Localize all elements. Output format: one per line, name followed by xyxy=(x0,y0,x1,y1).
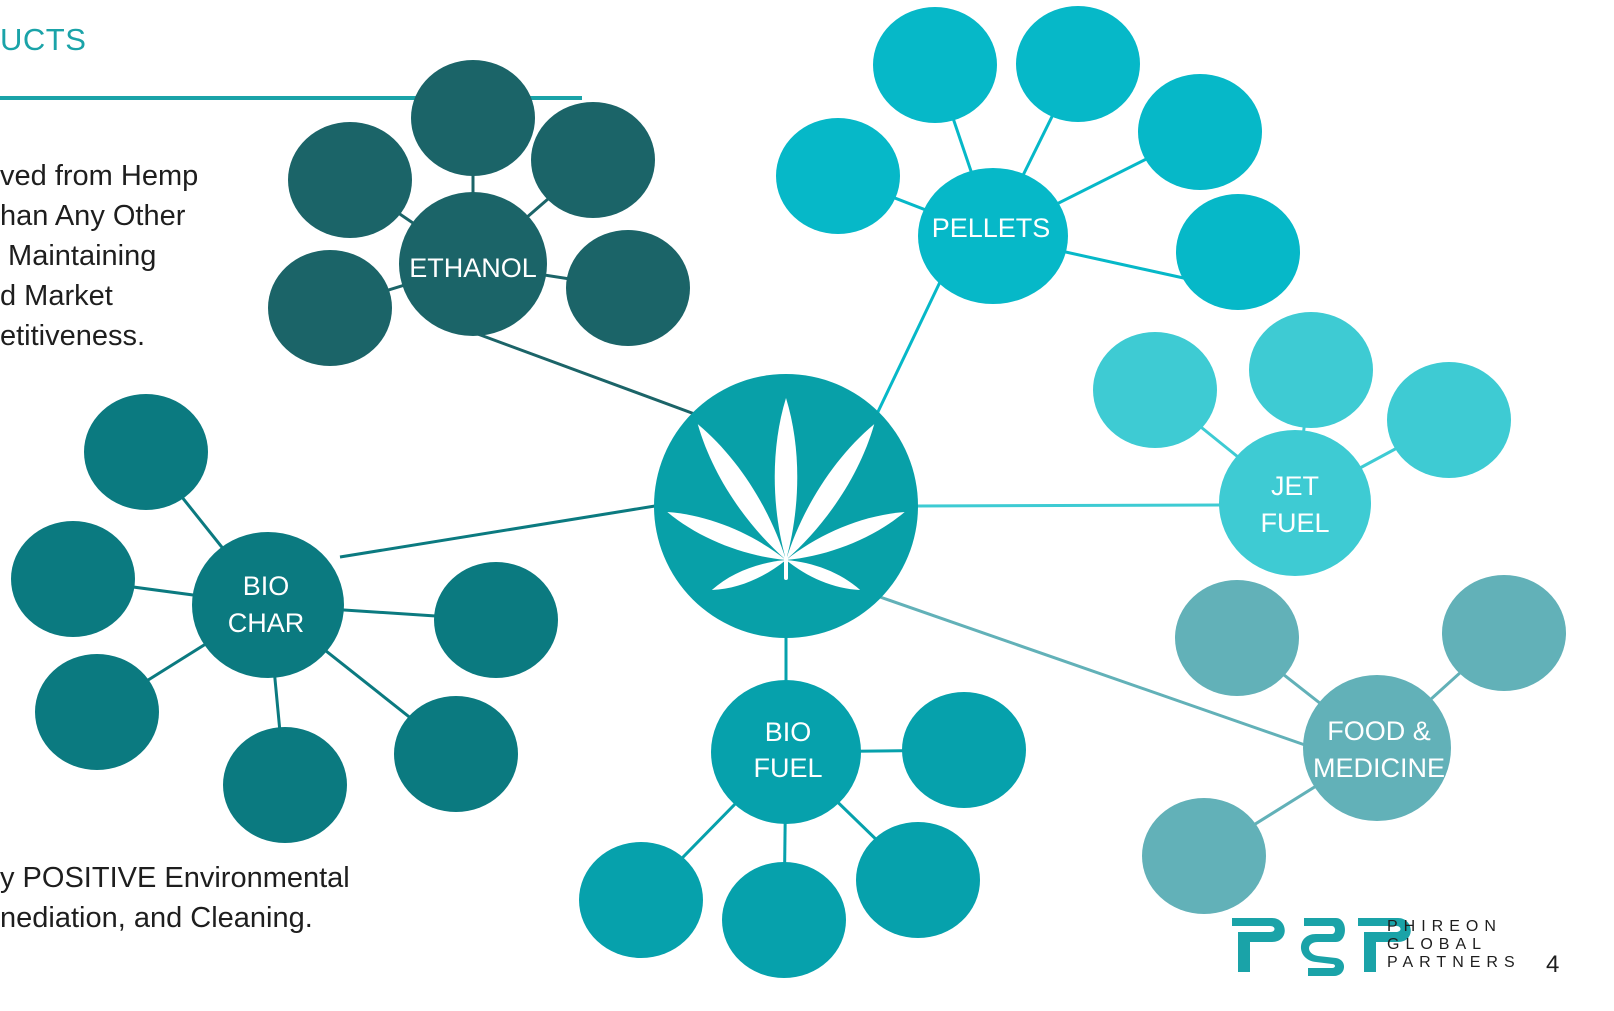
food-medicine-hub xyxy=(1303,675,1451,821)
bio-char-satellite xyxy=(434,562,558,678)
bio-char-satellite xyxy=(223,727,347,843)
bio-char-cluster: BIO CHAR xyxy=(11,394,558,843)
bio-char-satellite xyxy=(11,521,135,637)
pellets-satellite xyxy=(776,118,900,234)
hub-connectors xyxy=(339,281,1306,747)
bio-fuel-satellite xyxy=(902,692,1026,808)
bio-char-satellite xyxy=(35,654,159,770)
food-medicine-cluster: FOOD & MEDICINE xyxy=(1142,575,1566,914)
bio-fuel-satellite xyxy=(722,862,846,978)
pellets-satellite xyxy=(1138,74,1262,190)
bio-char-satellite xyxy=(394,696,518,812)
ethanol-label: ETHANOL xyxy=(409,253,537,283)
bio-fuel-label-line2: FUEL xyxy=(753,753,822,783)
logo-line-global: GLOBAL xyxy=(1387,936,1488,953)
ethanol-satellite xyxy=(566,230,690,346)
bio-fuel-satellite xyxy=(579,842,703,958)
jet-fuel-hub xyxy=(1219,430,1371,576)
pellets-label: PELLETS xyxy=(932,213,1051,243)
logo-wordmark: PHIREON GLOBAL PARTNERS xyxy=(1387,918,1521,972)
bio-fuel-hub xyxy=(711,680,861,824)
title-divider xyxy=(0,96,582,100)
ethanol-hub xyxy=(399,192,547,336)
pellets-satellite xyxy=(1016,6,1140,122)
ethanol-cluster: ETHANOL xyxy=(268,60,690,366)
ethanol-satellite xyxy=(268,250,392,366)
logo-line-partners: PARTNERS xyxy=(1387,954,1521,971)
food-medicine-satellite xyxy=(1142,798,1266,914)
ethanol-satellite xyxy=(288,122,412,238)
food-medicine-label-line1: FOOD & xyxy=(1327,716,1431,746)
ethanol-satellite xyxy=(531,102,655,218)
center-hemp-node xyxy=(654,374,918,638)
bio-char-label-line1: BIO xyxy=(243,571,290,601)
bio-fuel-satellite xyxy=(856,822,980,938)
jet-fuel-cluster: JET FUEL xyxy=(1093,312,1511,576)
ethanol-satellite xyxy=(411,60,535,176)
page-number: 4 xyxy=(1546,951,1560,978)
jet-fuel-label-line1: JET xyxy=(1271,471,1319,501)
food-medicine-satellite xyxy=(1442,575,1566,691)
jet-fuel-satellite xyxy=(1249,312,1373,428)
page-title: UCTS xyxy=(0,22,87,57)
hemp-leaf-icon xyxy=(667,398,905,590)
food-medicine-satellite xyxy=(1175,580,1299,696)
pgp-logo-mark xyxy=(1232,918,1411,976)
pellets-satellite xyxy=(873,7,997,123)
food-medicine-label-line2: MEDICINE xyxy=(1313,753,1445,783)
bio-char-hub xyxy=(192,532,344,678)
jet-fuel-satellite xyxy=(1093,332,1217,448)
bio-char-label-line2: CHAR xyxy=(228,608,305,638)
pellets-hub xyxy=(918,168,1068,304)
pellets-cluster: PELLETS xyxy=(776,6,1300,310)
jet-fuel-satellite xyxy=(1387,362,1511,478)
pellets-satellite xyxy=(1176,194,1300,310)
logo-line-phireon: PHIREON xyxy=(1387,918,1502,935)
jet-fuel-label-line2: FUEL xyxy=(1260,508,1329,538)
bio-fuel-cluster: BIO FUEL xyxy=(579,680,1026,978)
description-text-top: ved from Hemp han Any Other Maintaining … xyxy=(0,160,199,352)
bio-fuel-label-line1: BIO xyxy=(765,717,812,747)
bio-char-satellite xyxy=(84,394,208,510)
description-text-bottom: y POSITIVE Environmental nediation, and … xyxy=(0,862,350,934)
